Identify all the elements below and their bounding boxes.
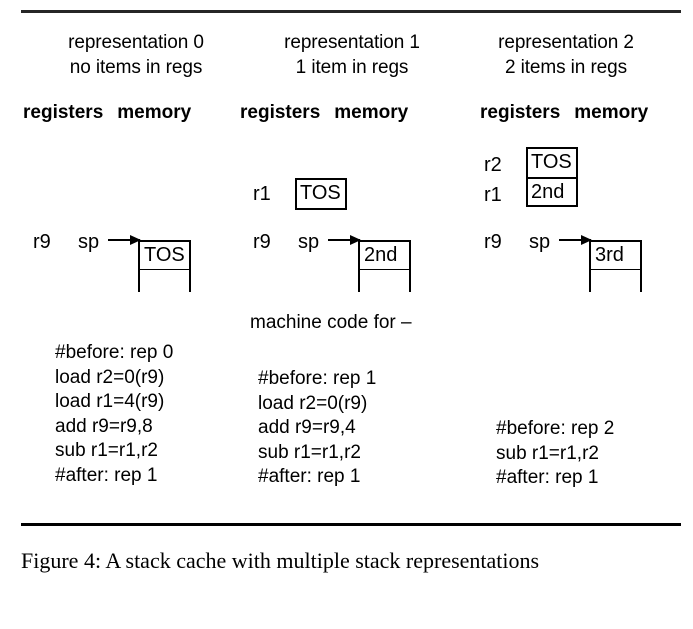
sp-arrow-icon-2 [559, 235, 592, 245]
memory-box-1: 2nd [358, 240, 411, 292]
code-line: sub r1=r1,r2 [258, 441, 361, 463]
registers-memory-header-1: registers memory [240, 102, 408, 124]
code-line: load r2=0(r9) [55, 366, 165, 388]
memory-box-0: TOS [138, 240, 191, 292]
memory-header-0: memory [117, 102, 192, 123]
column-subtitle-2: 2 items in regs [504, 57, 628, 78]
memory-tail-0 [140, 270, 189, 292]
sp-arrow-icon-1 [328, 235, 361, 245]
register-cell-1-0: TOS [300, 182, 341, 204]
sp-register-label-2: r9 [484, 231, 502, 253]
column-title-1: representation 1 [284, 32, 420, 53]
code-block-2: #before: rep 2 sub r1=r1,r2 #after: rep … [496, 417, 614, 491]
code-line: sub r1=r1,r2 [496, 442, 599, 464]
code-line: #after: rep 1 [55, 464, 158, 486]
code-line: #before: rep 1 [258, 368, 377, 389]
machine-code-for-label: machine code for – [250, 312, 412, 333]
memory-box-2: 3rd [589, 240, 642, 292]
register-label-1-0: r1 [253, 183, 271, 205]
register-cell-2-1: 2nd [528, 177, 576, 205]
code-line: #after: rep 1 [258, 466, 361, 488]
code-line: #before: rep 0 [55, 342, 174, 363]
register-label-2-0: r2 [484, 154, 502, 176]
code-line: add r9=r9,4 [258, 417, 356, 439]
register-box-2: TOS 2nd [526, 147, 578, 207]
code-line: sub r1=r1,r2 [55, 440, 158, 462]
code-line: #after: rep 1 [496, 467, 599, 489]
sp-arrow-icon-0 [108, 235, 141, 245]
registers-header-0: registers [23, 102, 104, 123]
code-block-0: #before: rep 0 load r2=0(r9) load r1=4(r… [55, 341, 173, 489]
column-subtitle-0: no items in regs [69, 57, 203, 78]
top-rule [21, 10, 681, 13]
column-title-0: representation 0 [68, 32, 204, 53]
register-label-2-1: r1 [484, 184, 502, 206]
registers-header-1: registers [240, 102, 321, 123]
code-line: load r1=4(r9) [55, 391, 165, 413]
column-heading-1: representation 1 1 item in regs [238, 30, 466, 80]
memory-cell-2-0: 3rd [591, 242, 640, 270]
registers-memory-header-2: registers memory [480, 102, 648, 124]
memory-header-2: memory [574, 102, 649, 123]
register-cell-2-0: TOS [531, 151, 572, 173]
memory-tail-1 [360, 270, 409, 292]
memory-cell-1-0: 2nd [360, 242, 409, 270]
sp-label-1: sp [298, 231, 320, 253]
code-block-1: #before: rep 1 load r2=0(r9) add r9=r9,4… [258, 367, 376, 490]
column-heading-2: representation 2 2 items in regs [452, 30, 680, 80]
memory-tail-2 [591, 270, 640, 292]
code-line: #before: rep 2 [496, 418, 615, 439]
column-title-2: representation 2 [498, 32, 634, 53]
register-box-1: TOS [295, 178, 347, 210]
code-line: load r2=0(r9) [258, 392, 368, 414]
bottom-rule [21, 523, 681, 526]
figure-caption: Figure 4: A stack cache with multiple st… [21, 548, 540, 573]
column-subtitle-1: 1 item in regs [295, 57, 409, 78]
memory-header-1: memory [334, 102, 409, 123]
registers-memory-header-0: registers memory [23, 102, 191, 124]
registers-header-2: registers [480, 102, 561, 123]
sp-label-2: sp [529, 231, 551, 253]
code-line: add r9=r9,8 [55, 415, 153, 437]
sp-label-0: sp [78, 231, 100, 253]
sp-register-label-1: r9 [253, 231, 271, 253]
column-heading-0: representation 0 no items in regs [22, 30, 250, 80]
sp-register-label-0: r9 [33, 231, 51, 253]
memory-cell-0-0: TOS [140, 242, 189, 270]
